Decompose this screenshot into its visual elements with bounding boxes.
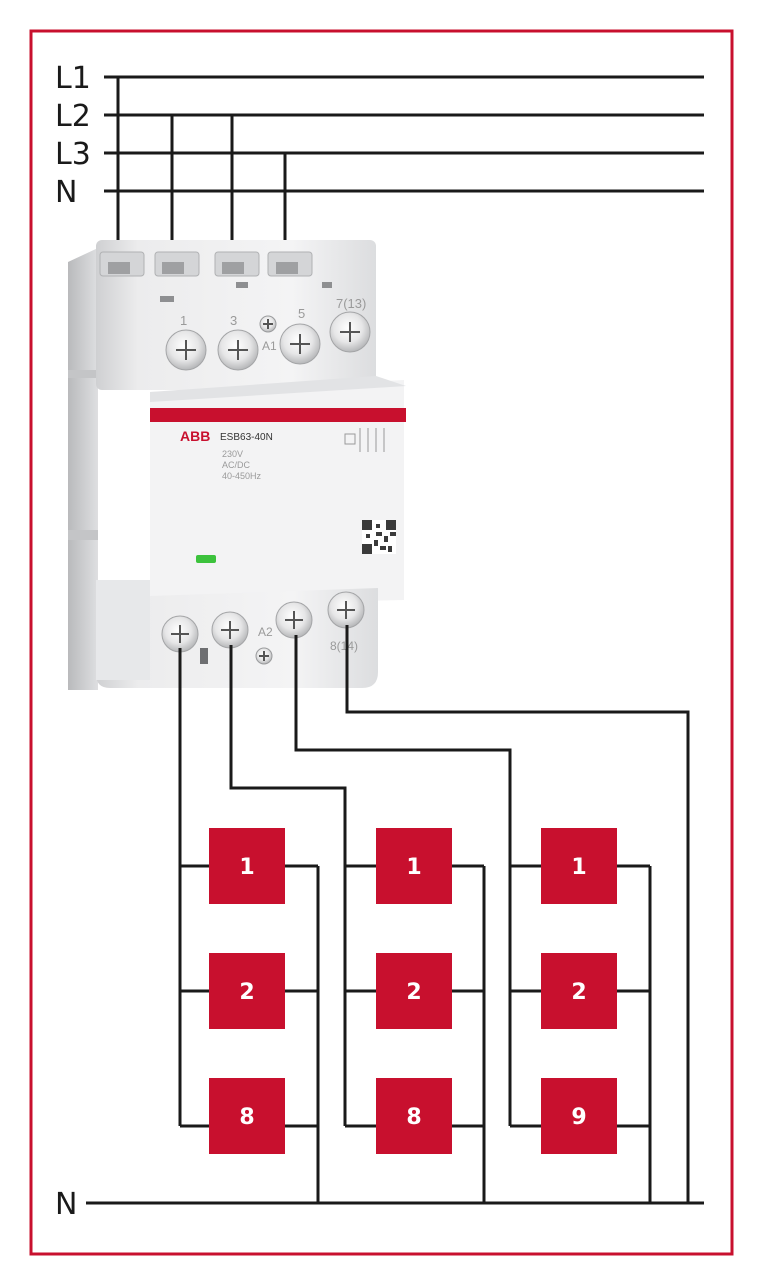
load-group-3: 1 2 9 — [541, 828, 617, 1154]
bottom-screws — [161, 591, 365, 665]
status-led — [196, 555, 216, 563]
load-box — [209, 828, 285, 904]
device-current-type: AC/DC — [222, 460, 251, 470]
load-box — [376, 953, 452, 1029]
load-label: 2 — [239, 980, 254, 1005]
load-box — [541, 1078, 617, 1154]
brand-stripe — [150, 408, 406, 422]
load-box — [541, 828, 617, 904]
terminal-label-7: 7(13) — [336, 296, 366, 311]
load-label: 9 — [571, 1105, 586, 1130]
output-wire-4 — [345, 625, 690, 1203]
brand-logo: ABB — [180, 428, 210, 444]
device-model: ESB63-40N — [220, 432, 273, 443]
load-label: 1 — [571, 855, 586, 880]
terminal-label-1: 1 — [180, 313, 187, 328]
load-label: 1 — [239, 855, 254, 880]
coil-label-a2: A2 — [258, 625, 273, 639]
label-l1: L1 — [55, 61, 91, 96]
contactor-device: 1 3 5 7(13) A1 ABB ESB63-40N 230V AC/DC … — [68, 240, 406, 690]
terminal-label-8: 8(14) — [330, 639, 358, 653]
device-voltage: 230V — [222, 449, 243, 459]
load-label: 8 — [406, 1105, 421, 1130]
load-box — [376, 1078, 452, 1154]
load-label: 2 — [406, 980, 421, 1005]
top-screws — [165, 311, 371, 371]
load-group-1: 1 2 8 — [209, 828, 285, 1154]
device-side — [68, 248, 98, 690]
load-box — [209, 1078, 285, 1154]
device-front — [150, 380, 404, 606]
outer-frame — [29, 29, 734, 1256]
load-box — [376, 828, 452, 904]
schematic-marking — [344, 428, 385, 452]
load-box — [541, 953, 617, 1029]
load-label: 1 — [406, 855, 421, 880]
qr-code — [362, 520, 396, 554]
output-wire-3 — [294, 635, 512, 1126]
terminal-label-5: 5 — [298, 306, 305, 321]
load-group-2: 1 2 8 — [376, 828, 452, 1154]
terminal-label-3: 3 — [230, 313, 237, 328]
load-box — [209, 953, 285, 1029]
label-n-top: N — [55, 175, 77, 210]
label-l2: L2 — [55, 99, 91, 134]
load-label: 8 — [239, 1105, 254, 1130]
coil-label-a1: A1 — [262, 339, 277, 353]
label-n-bottom: N — [55, 1187, 77, 1222]
output-wire-2 — [229, 645, 347, 1126]
device-frequency: 40-450Hz — [222, 471, 262, 481]
label-l3: L3 — [55, 137, 91, 172]
device-top-ledge — [150, 376, 406, 402]
load-label: 2 — [571, 980, 586, 1005]
